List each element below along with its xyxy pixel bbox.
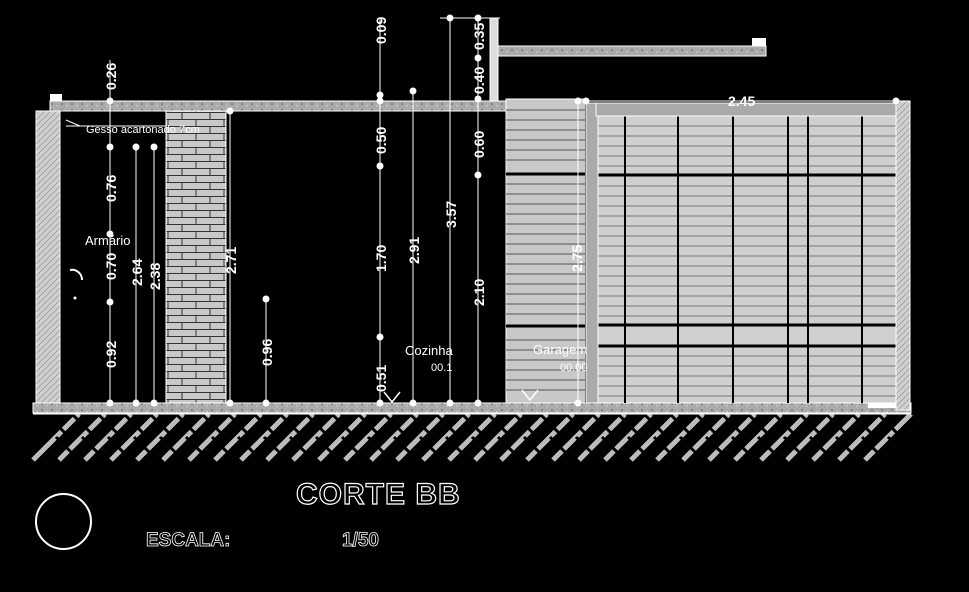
- room-code-garagem: 00.00: [560, 362, 588, 374]
- annotation-armario: Armário: [85, 233, 131, 248]
- dim-0-92: 0.92: [103, 341, 119, 368]
- dim-2-45: 2.45: [728, 93, 755, 109]
- brick-wall: [165, 110, 227, 404]
- dim-2-71: 2.71: [223, 247, 239, 274]
- ground-fill: [31, 412, 913, 462]
- section-marker-circle: [35, 493, 92, 550]
- scale-value: 1/50: [342, 530, 380, 552]
- roof-slab: [49, 100, 507, 112]
- dim-0-35: 0.35: [471, 23, 487, 50]
- scale-label: ESCALA:: [146, 530, 231, 552]
- upper-column: [489, 17, 499, 102]
- level-markers: [383, 389, 539, 404]
- dim-0-60: 0.60: [471, 131, 487, 158]
- dim-3-57: 3.57: [443, 201, 459, 228]
- door-swing-icon: [69, 268, 84, 281]
- drawing-title: CORTE BB: [295, 477, 461, 511]
- dimension-lines: [65, 14, 900, 407]
- upper-beam: [489, 45, 767, 57]
- room-name-cozinha: Cozinha: [405, 343, 453, 358]
- dim-0-50: 0.50: [373, 127, 389, 154]
- dim-0-76: 0.76: [103, 175, 119, 202]
- dim-2-75: 2.75: [569, 245, 585, 272]
- dim-0-51: 0.51: [373, 365, 389, 392]
- left-wall: [35, 110, 61, 404]
- dim-2-10: 2.10: [471, 279, 487, 306]
- dim-0-09: 0.09: [373, 17, 389, 44]
- room-name-garagem: Garagem: [533, 342, 587, 357]
- dim-0-40: 0.40: [471, 67, 487, 94]
- garage-door: [585, 102, 897, 404]
- dim-0-70: 0.70: [103, 253, 119, 280]
- dim-1-70: 1.70: [373, 245, 389, 272]
- dim-2-64: 2.64: [129, 259, 145, 286]
- floor-slab: [32, 402, 912, 414]
- right-wall: [895, 100, 911, 411]
- dim-0-96: 0.96: [259, 339, 275, 366]
- dim-0-26: 0.26: [103, 63, 119, 90]
- dim-2-38: 2.38: [147, 263, 163, 290]
- room-code-cozinha: 00.1: [431, 362, 452, 374]
- dim-2-91: 2.91: [406, 237, 422, 264]
- roof-slab-end: [50, 94, 62, 101]
- annotation-gesso: Gesso acartonado 7cm: [86, 124, 200, 136]
